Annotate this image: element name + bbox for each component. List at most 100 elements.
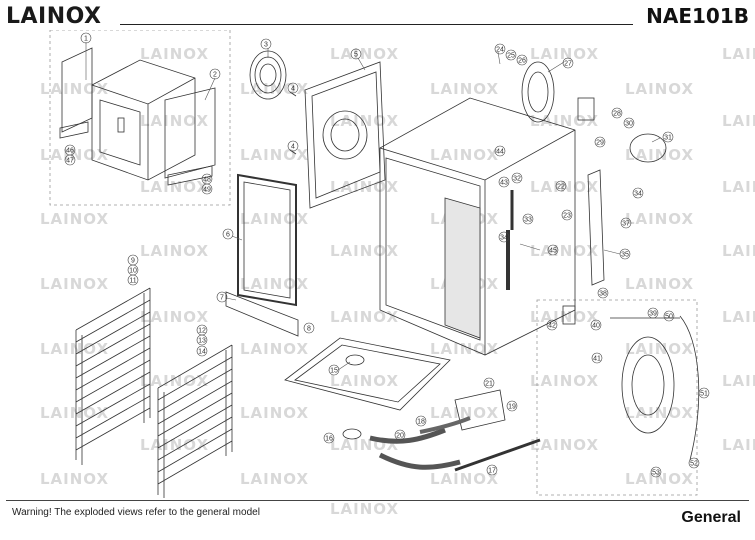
warning-text: Warning! The exploded views refer to the… (12, 507, 260, 518)
oven-door (99, 99, 141, 166)
svg-text:47: 47 (66, 158, 74, 165)
callout-18: 18 (415, 415, 427, 427)
footer-rule (6, 500, 749, 501)
callout-9: 9 (127, 254, 139, 266)
callout-52: 52 (688, 457, 700, 469)
watermark: LAINOX (625, 275, 695, 293)
watermark: LAINOX (140, 112, 210, 130)
callout-45: 45 (547, 244, 559, 256)
watermark: LAINOX (330, 308, 400, 326)
callout-10: 10 (127, 264, 139, 276)
watermark: LAINOX (530, 436, 600, 454)
fan-assembly-box (536, 299, 698, 496)
svg-text:11: 11 (129, 278, 136, 285)
watermark: LAINOX (240, 340, 310, 358)
watermark: LAINOX (430, 470, 500, 488)
callout-1: 1 (80, 32, 92, 44)
svg-text:31: 31 (664, 135, 672, 142)
watermark: LAINOX (430, 404, 500, 422)
motor-fan-wheel (521, 61, 555, 123)
callout-28: 28 (611, 107, 623, 119)
svg-text:9: 9 (131, 258, 135, 265)
steam-generator (454, 389, 506, 431)
blower-hub (631, 354, 665, 416)
callout-29: 29 (594, 136, 606, 148)
svg-text:6: 6 (226, 232, 230, 239)
svg-text:4: 4 (291, 86, 295, 93)
svg-text:23: 23 (563, 213, 571, 220)
callout-50: 50 (663, 310, 675, 322)
svg-text:43: 43 (500, 180, 508, 187)
callout-41: 41 (591, 352, 603, 364)
leader-lines (85, 42, 661, 371)
convection-fan (322, 110, 368, 160)
callout-42: 42 (546, 319, 558, 331)
callout-53: 53 (650, 466, 662, 478)
callout-7: 7 (216, 291, 228, 303)
svg-text:34: 34 (500, 235, 508, 242)
watermark: LAINOX (722, 178, 755, 196)
watermark: LAINOX (240, 210, 310, 228)
watermark: LAINOX (722, 242, 755, 260)
fan-wall-panel (304, 61, 386, 209)
brand-logo: LAINOX (6, 4, 102, 29)
callout-32: 32 (511, 172, 523, 184)
fan-guard-ring (259, 63, 277, 87)
svg-text:37: 37 (622, 221, 630, 228)
exhaust-duct (587, 169, 605, 286)
svg-text:28: 28 (613, 111, 621, 118)
svg-text:27: 27 (564, 61, 572, 68)
svg-text:26: 26 (518, 58, 526, 65)
callout-17: 17 (486, 464, 498, 476)
svg-text:4: 4 (291, 144, 295, 151)
watermark: LAINOX (40, 210, 110, 228)
svg-text:32: 32 (513, 176, 521, 183)
fan-wall-inner (311, 71, 381, 199)
svg-text:41: 41 (593, 356, 601, 363)
blower-wheel (621, 336, 675, 434)
svg-text:42: 42 (548, 323, 556, 330)
callout-21: 21 (483, 377, 495, 389)
callout-44: 44 (494, 145, 506, 157)
svg-text:38: 38 (599, 291, 607, 298)
drain-hose (369, 427, 446, 444)
svg-text:39: 39 (649, 311, 657, 318)
callout-16: 16 (323, 432, 335, 444)
header-rule (120, 24, 633, 25)
callout-25: 25 (505, 49, 517, 61)
watermark: LAINOX (330, 372, 400, 390)
svg-text:44: 44 (496, 149, 504, 156)
svg-text:45: 45 (549, 248, 557, 255)
watermark: LAINOX (140, 242, 210, 260)
callout-5: 5 (350, 48, 362, 60)
svg-text:19: 19 (508, 404, 516, 411)
callout-6: 6 (222, 228, 234, 240)
callout-51: 51 (698, 387, 710, 399)
callout-47: 47 (64, 154, 76, 166)
callout-34b: 34 (632, 187, 644, 199)
rod (454, 438, 541, 472)
watermark: LAINOX (722, 436, 755, 454)
fan-guard-ring (254, 56, 282, 94)
watermark: LAINOX (530, 242, 600, 260)
svg-text:14: 14 (198, 349, 206, 356)
svg-text:7: 7 (220, 295, 224, 302)
watermark: LAINOX (625, 210, 695, 228)
watermark: LAINOX (40, 275, 110, 293)
watermark: LAINOX (140, 372, 210, 390)
callout-20: 20 (394, 429, 406, 441)
callout-34: 34 (498, 231, 510, 243)
svg-text:17: 17 (488, 468, 496, 475)
callout-37: 37 (620, 217, 632, 229)
watermark: LAINOX (240, 275, 310, 293)
callout-23: 23 (561, 209, 573, 221)
gasket-strip (59, 121, 89, 139)
svg-text:12: 12 (198, 328, 206, 335)
motor (629, 133, 667, 163)
callout-27: 27 (562, 57, 574, 69)
watermark: LAINOX (330, 178, 400, 196)
side-panel (164, 87, 216, 179)
svg-text:18: 18 (417, 419, 425, 426)
oven-assembly-box (49, 30, 231, 206)
svg-text:48: 48 (203, 177, 211, 184)
